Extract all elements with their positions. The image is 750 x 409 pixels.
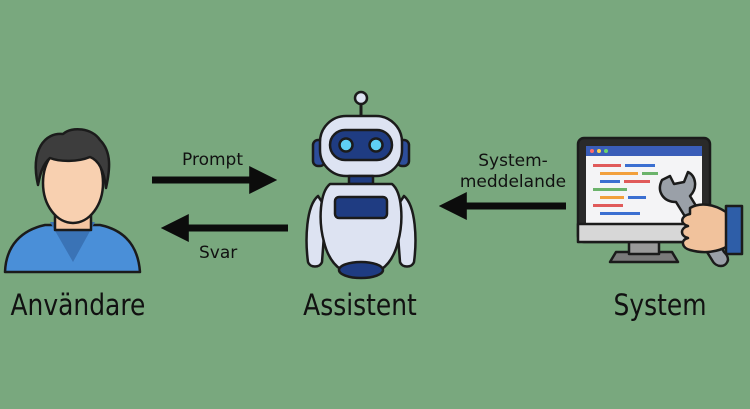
system-message-label-line1: System- [478, 151, 548, 171]
user-avatar-icon [3, 127, 142, 274]
prompt-label: Prompt [182, 150, 243, 170]
system-message-label: System- meddelande [453, 151, 573, 193]
robot-icon [305, 90, 417, 280]
system-message-label-line2: meddelande [459, 172, 567, 192]
answer-label: Svar [199, 243, 238, 263]
system-label: System [613, 288, 707, 322]
monitor-wrench-icon [576, 136, 744, 268]
assistant-label: Assistent [303, 288, 417, 322]
user-label: Användare [10, 288, 146, 322]
